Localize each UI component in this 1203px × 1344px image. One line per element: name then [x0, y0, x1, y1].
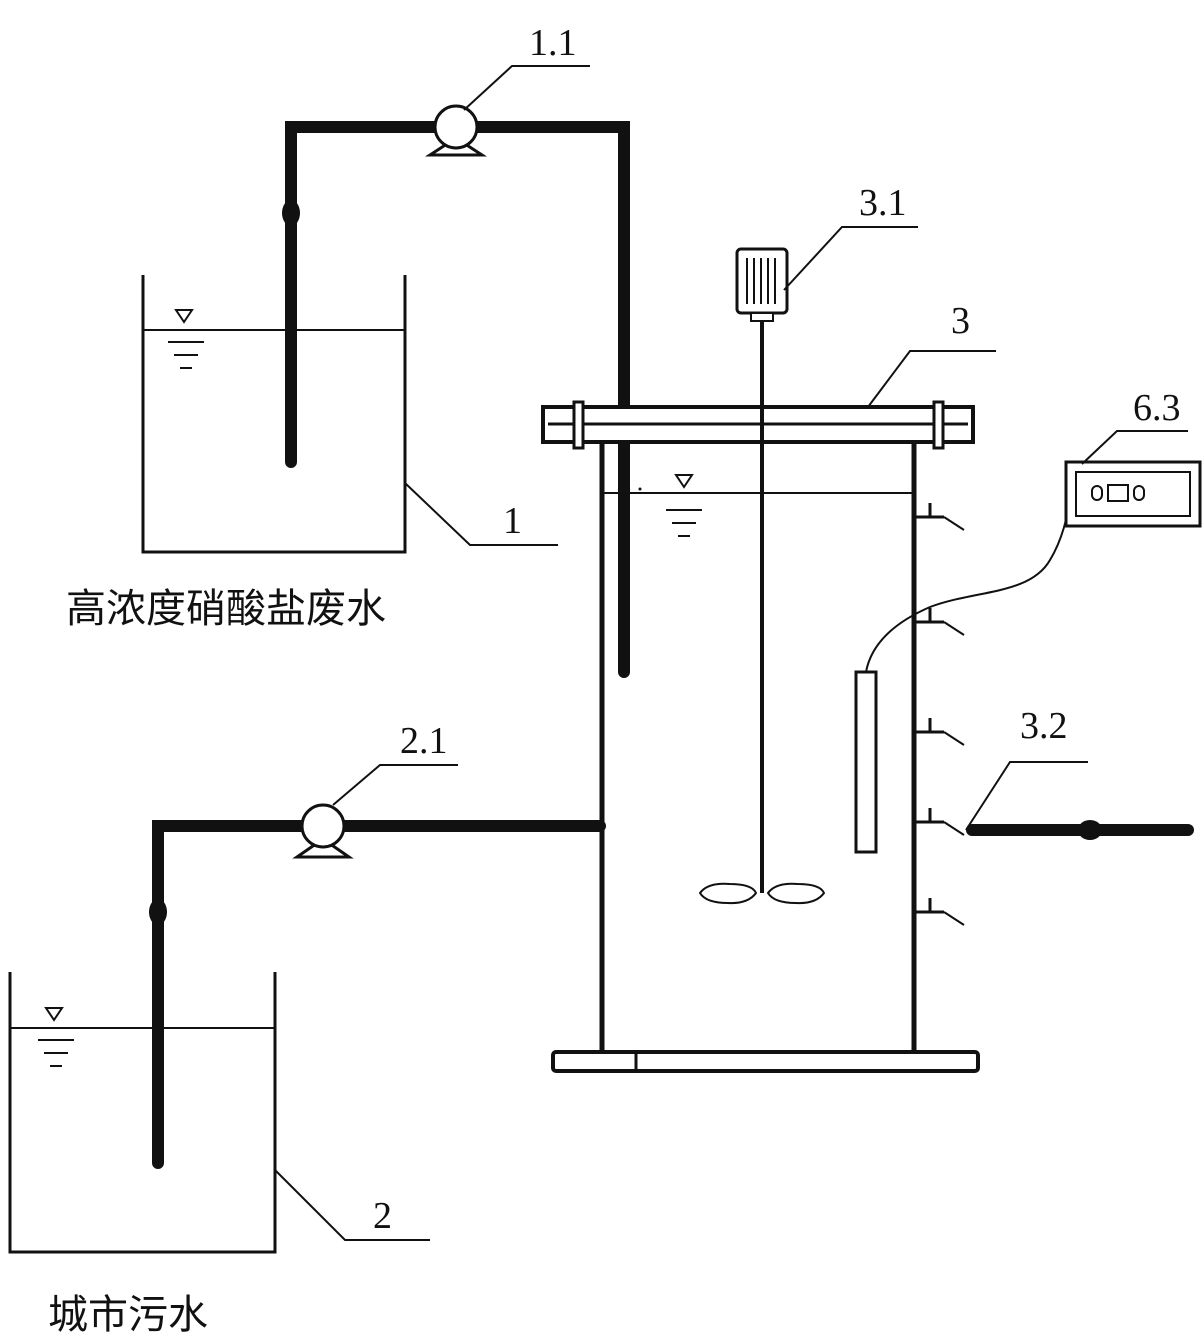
label-tank-1: 1	[503, 500, 522, 542]
caption-tank-1: 高浓度硝酸盐废水	[66, 586, 386, 632]
probe-cable	[865, 489, 1073, 673]
leader-reactor	[867, 350, 996, 408]
reactor	[541, 400, 980, 1073]
pump-2-icon	[292, 803, 354, 859]
sampling-port-4	[916, 808, 965, 836]
sampling-port-1	[916, 503, 965, 531]
stirrer-impeller-icon	[698, 882, 826, 905]
leader-pump-1	[463, 65, 590, 111]
reactor-water-level-icon	[666, 474, 702, 537]
label-motor: 3.1	[859, 182, 907, 224]
label-pump-1: 1.1	[529, 22, 577, 64]
tank-1	[141, 275, 407, 554]
sampling-port-2	[916, 608, 965, 636]
sampling-port-3	[916, 718, 965, 746]
caption-tank-2: 城市污水	[48, 1292, 208, 1338]
pipe-2	[152, 820, 606, 1169]
sampling-ports	[916, 503, 965, 926]
sensor-probe	[854, 670, 878, 854]
outlet-valve	[1078, 820, 1102, 840]
leader-pump-2	[332, 764, 458, 806]
tank-1-walls	[141, 275, 407, 554]
tank-2	[8, 972, 277, 1254]
tank-2-walls	[8, 972, 277, 1254]
lid-bolt-left	[572, 400, 585, 450]
label-outlet: 3.2	[1020, 705, 1068, 747]
leader-tank-1	[404, 482, 558, 546]
tank-2-water-level-icon	[38, 1007, 74, 1067]
sampling-port-5	[916, 898, 965, 926]
leader-tank-2	[274, 1169, 430, 1241]
lid-bolt-right	[932, 400, 945, 450]
pump-1-icon	[424, 104, 488, 157]
reactor-base	[551, 1050, 980, 1073]
leader-outlet	[965, 761, 1088, 831]
leader-meter	[1081, 430, 1188, 465]
leader-motor	[783, 226, 918, 291]
pipe-2-valve	[149, 899, 167, 925]
label-reactor: 3	[951, 300, 970, 342]
motor-icon	[735, 247, 789, 322]
pipe-1-valve	[282, 200, 300, 226]
label-pump-2: 2.1	[400, 720, 448, 762]
pipe-line-2	[149, 820, 606, 1169]
label-tank-2: 2	[373, 1195, 392, 1237]
meter-icon	[1064, 460, 1202, 528]
label-meter: 6.3	[1133, 387, 1181, 429]
outlet-pipe	[966, 820, 1194, 840]
tank-1-water-level-icon	[168, 309, 204, 369]
